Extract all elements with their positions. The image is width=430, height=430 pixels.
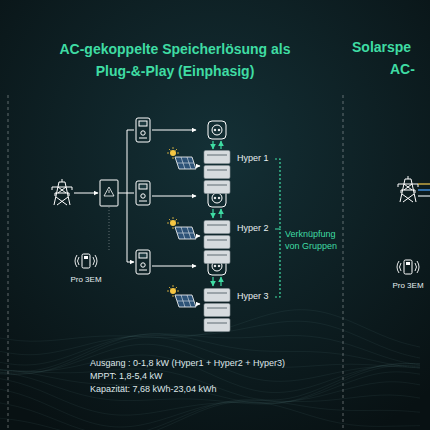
background-wave	[0, 334, 420, 372]
background-wave	[0, 372, 420, 404]
spec-note: MPPT: 1,8-5,4 kW	[90, 370, 163, 382]
cut-title: AC-	[390, 60, 415, 78]
cut-title: Solarspe	[352, 38, 411, 56]
unit-label: Hyper 3	[237, 291, 273, 302]
smart-meter: Pro 3EM	[390, 256, 426, 291]
meter-icon	[74, 250, 98, 272]
group-link	[275, 159, 280, 229]
background-wave	[0, 401, 420, 430]
battery-unit: Hyper 1	[203, 150, 273, 196]
background-wave	[0, 344, 420, 381]
background-wave	[0, 363, 420, 400]
battery-icon	[203, 220, 233, 264]
meter-label: Pro 3EM	[68, 275, 104, 285]
group-link	[275, 229, 280, 297]
meter-label: Pro 3EM	[390, 281, 426, 291]
battery-icon	[203, 288, 233, 332]
diagram-title: AC-gekoppelte Speicherlösung als Plug-&-…	[55, 38, 295, 82]
spec-note: Kapazität: 7,68 kWh-23,04 kWh	[90, 383, 217, 395]
smart-meter: Pro 3EM	[68, 250, 104, 285]
battery-unit: Hyper 3	[203, 288, 273, 334]
group-link-note: Verknüpfung von Gruppen	[285, 228, 341, 252]
unit-label: Hyper 1	[237, 153, 273, 164]
meter-icon	[396, 256, 420, 278]
background-wave	[0, 389, 420, 427]
unit-label: Hyper 2	[237, 223, 273, 234]
battery-unit: Hyper 2	[203, 220, 273, 266]
background-wave	[0, 366, 420, 404]
battery-icon	[203, 150, 233, 194]
spec-note: Ausgang : 0-1,8 kW (Hyper1 + Hyper2 + Hy…	[90, 357, 285, 369]
